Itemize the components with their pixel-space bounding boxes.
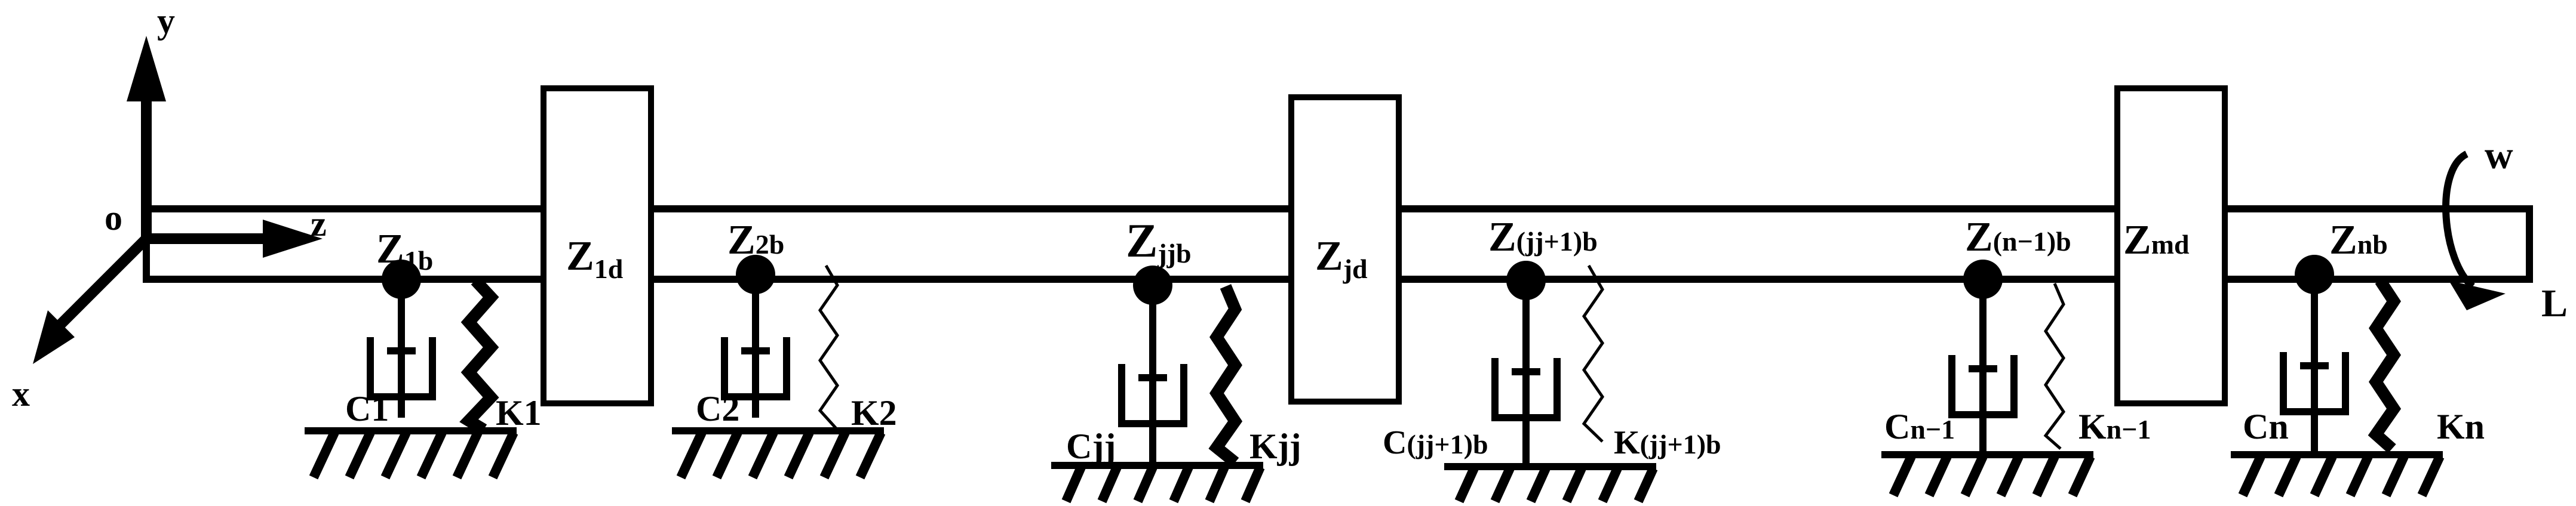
bearing-jj-plus-1-ground-hatch bbox=[1454, 466, 1658, 504]
bearing-jj-damper-label: Cjj bbox=[1066, 427, 1116, 466]
y-axis-label: y bbox=[157, 1, 175, 41]
bearing-n-minus-1: Z(n−1)b Cn−1 Kn−1 bbox=[1881, 214, 2151, 498]
bearing-jj-plus-1: Z(jj+1)b C(jj+1)b K(jj+1)b bbox=[1383, 214, 1721, 504]
disk-1-label: Z1d bbox=[566, 233, 624, 284]
bearing-jj-ground-hatch bbox=[1061, 465, 1265, 504]
rotation-indicator: w L bbox=[2442, 134, 2568, 325]
bearing-n-spring bbox=[2368, 277, 2402, 453]
disk-1: Z1d bbox=[541, 85, 654, 406]
y-axis-arrowhead bbox=[127, 36, 166, 101]
bearing-1-damper-label: C1 bbox=[345, 389, 389, 428]
disks: Z1d Zjd Zmd bbox=[541, 85, 2228, 406]
bearing-jj-plus-1-damper-label: C(jj+1)b bbox=[1383, 424, 1488, 461]
bearing-n-spring-label: Kn bbox=[2437, 407, 2485, 446]
bearing-jj: Zjjb Cjj Kjj bbox=[1051, 215, 1301, 504]
bearing-n-minus-1-spring bbox=[2043, 283, 2066, 450]
bearing-1-spring bbox=[459, 276, 499, 435]
z-axis-arrowhead bbox=[263, 220, 323, 258]
bearing-n: Znb Cn Kn bbox=[2231, 217, 2485, 498]
bearing-n-minus-1-spring-label: Kn−1 bbox=[2078, 407, 2151, 446]
origin-label: o bbox=[105, 198, 122, 237]
rotation-label: w bbox=[2485, 134, 2513, 177]
bearing-n-minus-1-damper-label: Cn−1 bbox=[1884, 407, 1955, 446]
rotation-arrowhead bbox=[2449, 280, 2506, 310]
bearing-jj-damper bbox=[1118, 285, 1187, 465]
rotation-arrow bbox=[2442, 150, 2476, 289]
disk-m: Zmd bbox=[2114, 85, 2228, 406]
bearing-jj-spring-label: Kjj bbox=[1249, 427, 1301, 466]
bearing-n-minus-1-ground-hatch bbox=[1889, 454, 2095, 498]
bearing-jj-plus-1-damper bbox=[1491, 280, 1561, 465]
disk-j-body bbox=[1288, 94, 1402, 405]
bearing-jj-plus-1-node-label: Z(jj+1)b bbox=[1488, 214, 1598, 260]
bearing-2-ground-hatch bbox=[676, 430, 886, 480]
bearing-2: Z2b C2 K2 bbox=[672, 217, 897, 480]
bearing-1-node-label: Z1b bbox=[376, 226, 433, 276]
x-axis-label: x bbox=[12, 374, 30, 414]
bearing-1-spring-label: K1 bbox=[496, 393, 542, 433]
bearing-2-damper-label: C2 bbox=[696, 389, 739, 428]
disk-j-label: Zjd bbox=[1315, 233, 1368, 284]
disk-m-body bbox=[2114, 85, 2228, 406]
bearing-jj-spring bbox=[1208, 284, 1243, 467]
bearing-n-node-label: Znb bbox=[2329, 217, 2388, 263]
bearing-jj-node-label: Zjjb bbox=[1126, 215, 1192, 269]
x-axis-arrowhead bbox=[33, 310, 75, 364]
bearing-2-damper bbox=[721, 274, 790, 418]
bearing-n-damper bbox=[2280, 274, 2349, 453]
disk-m-label: Zmd bbox=[2123, 217, 2190, 263]
bearing-n-ground-hatch bbox=[2238, 454, 2445, 498]
bearing-2-node-label: Z2b bbox=[727, 217, 784, 263]
bearing-2-spring-label: K2 bbox=[851, 393, 897, 433]
disk-j: Zjd bbox=[1288, 94, 1402, 405]
bearing-1-ground-hatch bbox=[309, 430, 518, 480]
bearing-jj-plus-1-spring-label: K(jj+1)b bbox=[1614, 424, 1721, 461]
coordinate-axes: y z x o bbox=[12, 1, 327, 414]
shaft-length-label: L bbox=[2541, 282, 2568, 325]
disk-1-body bbox=[541, 85, 654, 406]
x-axis-arrow bbox=[56, 235, 151, 329]
bearing-1-damper bbox=[367, 279, 436, 418]
bearing-2-spring bbox=[818, 264, 840, 430]
bearing-1: Z1b C1 K1 bbox=[305, 226, 542, 480]
bearing-n-minus-1-damper bbox=[1948, 279, 2018, 453]
bearing-n-damper-label: Cn bbox=[2243, 407, 2289, 446]
bearing-jj-plus-1-spring bbox=[1582, 264, 1605, 443]
bearing-n-minus-1-node-label: Z(n−1)b bbox=[1965, 214, 2071, 260]
